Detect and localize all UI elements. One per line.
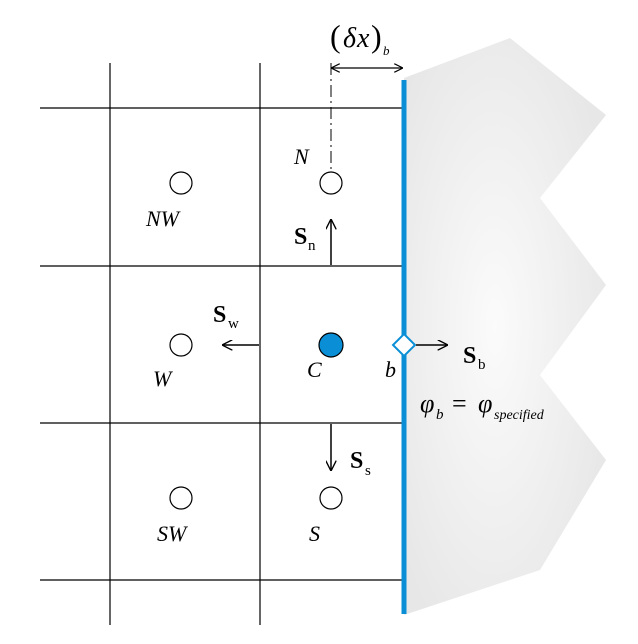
label-sw-vector: S w bbox=[213, 302, 239, 332]
label-nw: NW bbox=[145, 206, 181, 231]
svg-text:s: s bbox=[365, 463, 371, 479]
dx-subscript: b bbox=[383, 43, 390, 58]
label-sn: S n bbox=[294, 224, 316, 254]
node-nw bbox=[169, 171, 193, 195]
dx-close-paren: ) bbox=[371, 18, 382, 54]
dx-x: x bbox=[356, 23, 370, 54]
node-sw bbox=[169, 486, 193, 510]
label-sb: S b bbox=[463, 343, 486, 373]
node-w bbox=[169, 333, 193, 357]
node-s bbox=[319, 486, 343, 510]
label-b: b bbox=[385, 357, 396, 382]
svg-text:n: n bbox=[308, 238, 316, 254]
label-ss: S s bbox=[350, 448, 371, 479]
label-sw: SW bbox=[157, 521, 188, 546]
node-n bbox=[319, 171, 343, 195]
svg-text:φ: φ bbox=[478, 389, 492, 418]
boundary-node-b bbox=[391, 332, 417, 358]
svg-text:S: S bbox=[463, 343, 476, 369]
svg-text:b: b bbox=[478, 357, 486, 373]
label-c: C bbox=[307, 357, 322, 382]
svg-text:=: = bbox=[452, 389, 467, 418]
svg-text:b: b bbox=[436, 407, 444, 423]
node-c bbox=[318, 332, 344, 358]
svg-text:φ: φ bbox=[420, 389, 434, 418]
svg-text:w: w bbox=[228, 316, 239, 332]
svg-text:specified: specified bbox=[494, 408, 545, 423]
dx-open-paren: ( bbox=[330, 18, 341, 54]
dx-label: ( δ x ) b bbox=[330, 18, 390, 58]
mesh-grid bbox=[40, 63, 403, 625]
svg-text:S: S bbox=[213, 302, 226, 328]
dx-delta: δ bbox=[343, 23, 357, 54]
svg-text:S: S bbox=[294, 224, 307, 250]
svg-text:S: S bbox=[350, 448, 363, 474]
label-w: W bbox=[153, 366, 173, 391]
label-n: N bbox=[293, 144, 310, 169]
exterior-region bbox=[404, 38, 606, 615]
label-s: S bbox=[309, 521, 320, 546]
boundary-condition-equation: φ b = φ specified bbox=[420, 389, 545, 423]
